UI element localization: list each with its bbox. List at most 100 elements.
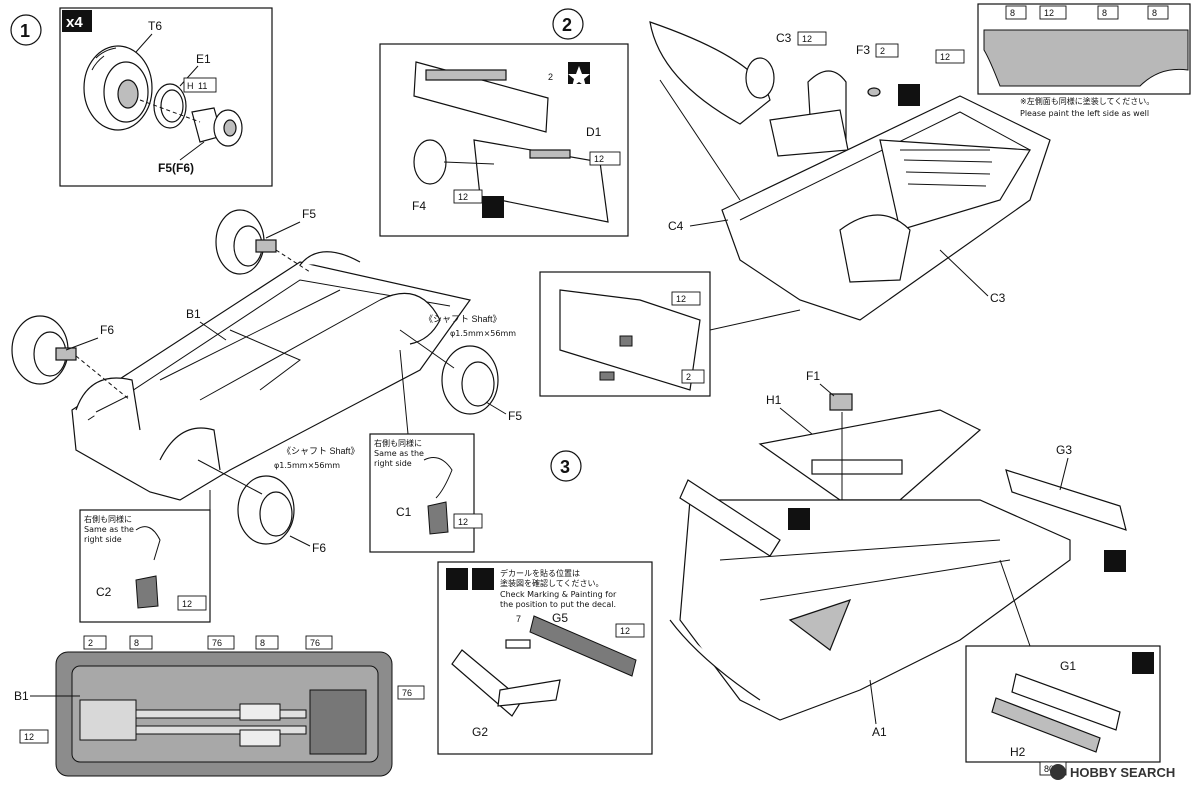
label-g1: G1 — [1060, 659, 1076, 673]
paint-d1: 12 — [594, 154, 604, 164]
part-f3 — [867, 87, 881, 97]
interior-tub-c4 — [721, 95, 1051, 321]
paint-icon-f3 — [898, 84, 920, 106]
label-t6: T6 — [148, 19, 162, 33]
wheel-detail-box — [59, 7, 273, 187]
paint-side-h8a: 8 — [1010, 8, 1015, 18]
paint-under-h76c: 76 — [402, 688, 412, 698]
label-c3-top: C3 — [776, 31, 792, 45]
paint-side-h8c: 8 — [1152, 8, 1157, 18]
paint-c2: 12 — [182, 599, 192, 609]
paint-under-h2: 2 — [88, 638, 93, 648]
step-2-number: 2 — [562, 15, 572, 35]
multiplier-text: x4 — [66, 14, 83, 31]
label-a1: A1 — [872, 725, 887, 739]
inset-c1 — [369, 433, 475, 553]
label-d1: D1 — [586, 125, 602, 139]
paint-inset-h2: 2 — [686, 372, 691, 382]
inset-c2-jp: 右側も同様に — [84, 514, 132, 524]
step-1: 1 x4 T6 E1 H 11 F5(F6) — [10, 7, 522, 777]
part-h1 — [758, 409, 982, 501]
label-c2: C2 — [96, 585, 112, 599]
inset-c2-en2: right side — [84, 535, 122, 544]
inset-c1-en2: right side — [374, 459, 412, 468]
paint-f4: 12 — [458, 192, 468, 202]
part-g5 — [529, 615, 637, 677]
paint-h11-box — [183, 77, 217, 93]
step-1-number: 1 — [20, 21, 30, 41]
note-left-side-en: Please paint the left side as well — [1020, 109, 1149, 118]
front-grille — [679, 479, 781, 557]
paint-icon-d1 — [482, 196, 504, 218]
paint-under-h8a: 8 — [134, 638, 139, 648]
label-g3: G3 — [1056, 443, 1072, 457]
paint-icon-body — [788, 508, 810, 530]
step-3: 3 H1 F1 A1 G3 デカールを貼る位置は 塗装図を確認し — [437, 369, 1161, 776]
paint-h80: 80 — [1044, 764, 1054, 774]
paint-icon-g3 — [1104, 550, 1126, 572]
wheel-f5-f6 — [191, 107, 243, 147]
label-f5-right: F5 — [508, 409, 522, 423]
paint-inset-h12: 12 — [676, 294, 686, 304]
seat-c3 — [769, 70, 849, 157]
label-f3: F3 — [856, 43, 870, 57]
ring-e1 — [153, 83, 187, 129]
paint-under-h8b: 8 — [260, 638, 265, 648]
paint-h11: 11 — [198, 81, 207, 91]
interior-detail-inset — [539, 271, 711, 397]
tire-t6 — [83, 45, 153, 131]
label-c1: C1 — [396, 505, 412, 519]
steering-wheel-f4 — [413, 139, 447, 185]
watermark-text: HOBBY SEARCH — [1070, 765, 1175, 780]
label-f6-bottom: F6 — [312, 541, 326, 555]
body-a1 — [669, 499, 1071, 721]
inset-c1-jp: 右側も同様に — [374, 438, 422, 448]
inset-c1-en1: Same as the — [374, 449, 424, 458]
paint-h-prefix: H — [187, 81, 194, 91]
paint-icon-decal — [446, 568, 468, 590]
shaft-dim-left: φ1.5mm×56mm — [274, 461, 340, 470]
part-h2 — [991, 697, 1101, 753]
wheel-f5-right — [441, 345, 499, 415]
inset-c2-en1: Same as the — [84, 525, 134, 534]
label-g5: G5 — [552, 611, 568, 625]
multiplier-badge — [62, 10, 92, 32]
shaft-label-left: 《シャフト Shaft》 — [282, 446, 360, 456]
paint-under-h76b: 76 — [310, 638, 320, 648]
note-left-side-jp: ※左側面も同様に塗装してください。 — [1020, 96, 1154, 106]
step-2: 2 2 D1 12 F4 12 C3 12 F3 2 12 — [379, 3, 1191, 397]
decal-en1: Check Marking & Painting for — [500, 590, 617, 599]
step-1-circle — [10, 14, 42, 46]
label-f1: F1 — [806, 369, 820, 383]
label-e1: E1 — [196, 52, 211, 66]
decal-star-icon-2 — [472, 568, 494, 590]
decal-number-7: 7 — [516, 614, 521, 624]
label-h1: H1 — [766, 393, 782, 407]
part-g1 — [1011, 673, 1121, 731]
decal-inset — [437, 561, 653, 755]
label-c4: C4 — [668, 219, 684, 233]
paint-g5: 12 — [620, 626, 630, 636]
paint-tub: 12 — [940, 52, 950, 62]
label-f5-top: F5 — [302, 207, 316, 221]
shaft-label-right: 《シャフト Shaft》 — [424, 314, 502, 324]
step-3-number: 3 — [560, 457, 570, 477]
label-f6-left: F6 — [100, 323, 114, 337]
label-f4: F4 — [412, 199, 426, 213]
part-g3 — [1005, 469, 1127, 531]
decal-jp2: 塗装図を確認してください。 — [500, 578, 604, 588]
underside-view — [55, 651, 393, 777]
label-b1-bottom: B1 — [14, 689, 29, 703]
part-g2 — [451, 649, 523, 717]
door-panel — [649, 21, 771, 125]
decal-en2: the position to put the decal. — [500, 600, 616, 609]
decal-jp1: デカールを貼る位置は — [500, 568, 580, 578]
chassis-b1 — [71, 251, 472, 501]
label-c3-bottom: C3 — [990, 291, 1006, 305]
wheel-f5-top — [215, 209, 277, 275]
paint-side-h8b: 8 — [1102, 8, 1107, 18]
wheel-f6-bottom — [237, 475, 295, 545]
inset-c2 — [79, 509, 211, 623]
paint-c1: 12 — [458, 517, 468, 527]
